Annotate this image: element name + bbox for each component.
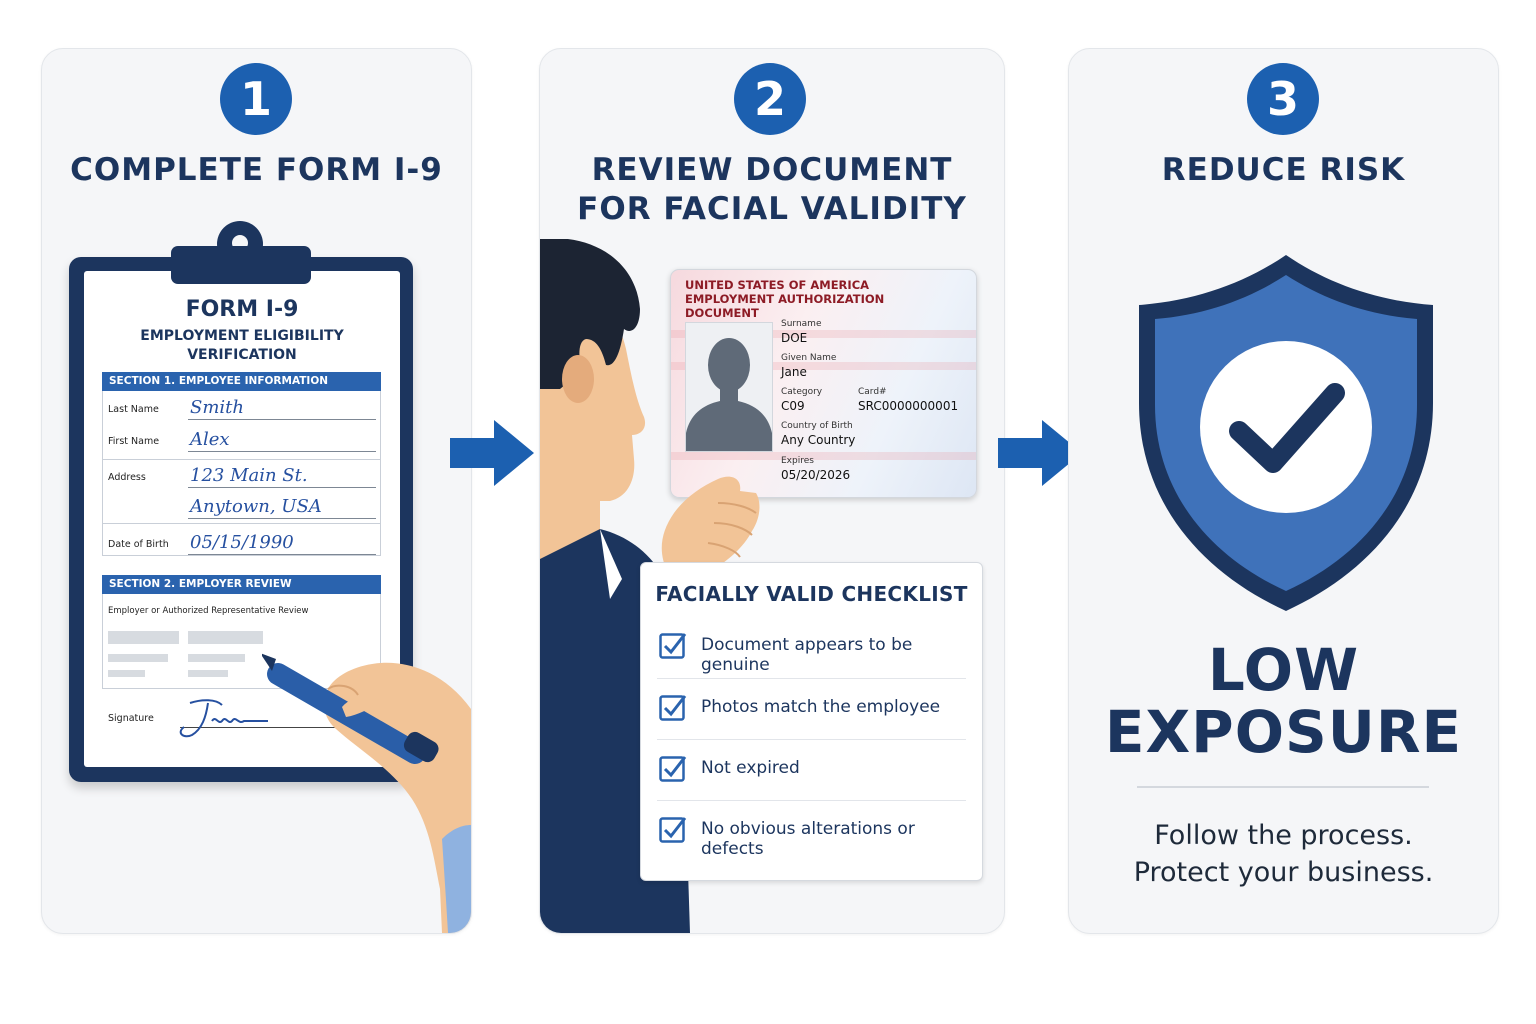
row-divider	[103, 523, 380, 524]
checklist-item: Photos match the employee	[657, 678, 966, 737]
country-label: Country of Birth	[781, 421, 853, 431]
divider	[1137, 786, 1429, 788]
tagline-line1: Follow the process.	[1154, 820, 1413, 851]
dob-label: Date of Birth	[108, 539, 169, 550]
checklist-item-label: No obvious alterations or defects	[701, 819, 915, 859]
tagline: Follow the process. Protect your busines…	[1069, 817, 1498, 891]
checklist-item: Document appears to be genuine	[657, 617, 966, 675]
card-header-line2: EMPLOYMENT AUTHORIZATION	[685, 292, 885, 306]
dob-field: 05/15/1990	[188, 532, 376, 555]
ead-card: UNITED STATES OF AMERICA EMPLOYMENT AUTH…	[670, 269, 977, 498]
card-header-line3: DOCUMENT	[685, 306, 759, 320]
card-photo	[685, 322, 773, 452]
step-1-title: COMPLETE FORM I-9	[70, 152, 443, 188]
card-stripe	[671, 362, 976, 370]
person-silhouette-icon	[686, 338, 772, 451]
checklist-item: Not expired	[657, 739, 966, 798]
step-3-badge: 3	[1247, 63, 1319, 135]
last-name-label: Last Name	[108, 404, 159, 415]
category-value: C09	[781, 399, 805, 413]
section-1-header: SECTION 1. EMPLOYEE INFORMATION	[102, 372, 381, 391]
card-number-label: Card#	[858, 387, 887, 397]
form-subtitle: EMPLOYMENT ELIGIBILITY VERIFICATION	[84, 327, 400, 365]
risk-status: LOW EXPOSURE	[1069, 639, 1498, 763]
step-2-title: REVIEW DOCUMENT FOR FACIAL VALIDITY	[540, 151, 1004, 229]
clipboard-clamp	[171, 246, 311, 284]
checkbox-checked-icon	[659, 633, 687, 659]
checklist-item: No obvious alterations or defects	[657, 800, 966, 859]
step-3-panel: 3 REDUCE RISK LOW EXPOSURE Follow the pr…	[1068, 48, 1499, 934]
expires-value: 05/20/2026	[781, 468, 851, 482]
step-2-title-line1: REVIEW DOCUMENT	[591, 152, 953, 188]
step-2-title-line2: FOR FACIAL VALIDITY	[577, 191, 967, 227]
first-name-field: Alex	[188, 429, 376, 452]
first-name-label: First Name	[108, 436, 160, 447]
checklist-item-label: Document appears to be genuine	[701, 635, 913, 675]
risk-status-line2: EXPOSURE	[1104, 698, 1463, 766]
address-line2-field: Anytown, USA	[188, 496, 376, 519]
surname-value: DOE	[781, 331, 808, 345]
signature-line	[180, 727, 335, 728]
step-3-title: REDUCE RISK	[1161, 152, 1406, 188]
form-title: FORM I-9	[185, 297, 299, 322]
card-stripe	[671, 330, 976, 338]
facial-validity-checklist: FACIALLY VALID CHECKLIST Document appear…	[640, 562, 983, 881]
section-2-header: SECTION 2. EMPLOYER REVIEW	[102, 575, 381, 594]
arrow-right-icon	[450, 420, 534, 486]
address-line1-field: 123 Main St.	[188, 465, 376, 488]
checklist-title: FACIALLY VALID CHECKLIST	[655, 582, 968, 606]
given-name-label: Given Name	[781, 353, 837, 363]
hand-holding-card-icon	[661, 476, 760, 573]
card-stripe	[671, 452, 976, 460]
checklist-item-label: Photos match the employee	[701, 697, 941, 717]
step-1-badge: 1	[220, 63, 292, 135]
review-label: Employer or Authorized Representative Re…	[108, 606, 309, 616]
step-2-badge: 2	[734, 63, 806, 135]
risk-status-line1: LOW	[1207, 636, 1360, 704]
checkbox-checked-icon	[659, 695, 687, 721]
checkbox-checked-icon	[659, 756, 687, 782]
placeholder-bar	[188, 654, 245, 662]
address-label: Address	[108, 472, 146, 483]
card-header: UNITED STATES OF AMERICA EMPLOYMENT AUTH…	[685, 278, 885, 320]
checklist-item-label: Not expired	[701, 758, 800, 778]
section-1-box	[102, 391, 381, 556]
placeholder-bar	[108, 654, 168, 662]
country-value: Any Country	[781, 433, 856, 447]
row-divider	[103, 459, 380, 460]
form-subtitle-line2: VERIFICATION	[187, 347, 297, 363]
step-2-panel: 2 REVIEW DOCUMENT FOR FACIAL VALIDITY UN…	[539, 48, 1005, 934]
placeholder-bar	[188, 670, 228, 677]
expires-label: Expires	[781, 456, 814, 466]
placeholder-bar	[188, 631, 263, 644]
shield-check-icon	[1139, 255, 1433, 611]
tagline-line2: Protect your business.	[1133, 857, 1434, 888]
last-name-field: Smith	[188, 397, 376, 420]
checkbox-checked-icon	[659, 817, 687, 843]
hand-with-pen-icon	[262, 653, 471, 933]
surname-label: Surname	[781, 319, 822, 329]
step-1-panel: 1 COMPLETE FORM I-9 FORM I-9 EMPLOYMENT …	[41, 48, 472, 934]
card-number-value: SRC0000000001	[858, 399, 959, 413]
placeholder-bar	[108, 670, 145, 677]
signature-label: Signature	[108, 713, 154, 724]
arrow-right-icon	[998, 420, 1082, 486]
signature-scribble-icon	[179, 699, 268, 738]
card-header-line1: UNITED STATES OF AMERICA	[685, 278, 870, 292]
category-label: Category	[781, 387, 823, 397]
form-subtitle-line1: EMPLOYMENT ELIGIBILITY	[140, 328, 344, 344]
given-name-value: Jane	[781, 365, 807, 379]
placeholder-bar	[108, 631, 179, 644]
